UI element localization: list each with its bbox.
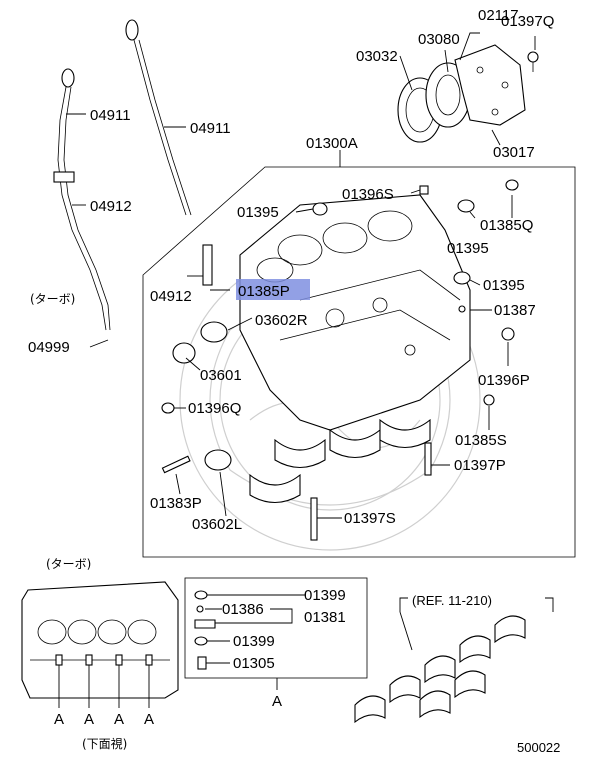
- plug-01396s[interactable]: [419, 185, 429, 195]
- bearing-03602l[interactable]: [204, 449, 232, 471]
- dowel-pin[interactable]: [202, 244, 213, 286]
- bolt-01397p[interactable]: [424, 442, 432, 476]
- highlight-01385p: [236, 279, 310, 300]
- label-ref: (REF. 11-210): [412, 593, 492, 608]
- main-bearing-shells[interactable]: [354, 615, 526, 724]
- label-01397s: 01397S: [344, 510, 396, 527]
- label-03017: 03017: [493, 144, 535, 161]
- label-01385q: 01385Q: [480, 217, 533, 234]
- plug-01396p[interactable]: [501, 327, 515, 341]
- label-01386: 01386: [222, 601, 264, 618]
- label-01399-b: 01399: [233, 633, 275, 650]
- label-01387: 01387: [494, 302, 536, 319]
- label-04911-left: 04911: [90, 107, 131, 124]
- label-01395-b: 01395: [447, 240, 489, 257]
- oil-level-gauge-left[interactable]: [53, 68, 111, 331]
- plug-01395-b[interactable]: [457, 199, 475, 213]
- label-group-a: A: [272, 693, 282, 710]
- label-01305: 01305: [233, 655, 275, 672]
- plug-01395-a[interactable]: [312, 202, 328, 216]
- label-01399-a: 01399: [304, 587, 346, 604]
- jet-01387[interactable]: [458, 305, 466, 313]
- bolt-01397s[interactable]: [310, 497, 318, 541]
- label-01397p: 01397P: [454, 457, 506, 474]
- diagram-number: 500022: [517, 740, 560, 755]
- rear-oil-seal-assembly[interactable]: [397, 44, 539, 143]
- label-01300a: 01300A: [306, 135, 358, 152]
- plug-01385s[interactable]: [483, 394, 495, 406]
- plug-01396q[interactable]: [161, 402, 175, 414]
- label-02117: 02117: [478, 7, 519, 24]
- label-01396s: 01396S: [342, 186, 394, 203]
- stud-01383p[interactable]: [161, 455, 191, 474]
- label-bottom-a1: A: [54, 711, 64, 728]
- block-bottom-view[interactable]: [21, 581, 179, 699]
- label-03602l: 03602L: [192, 516, 242, 533]
- cylinder-block[interactable]: [239, 194, 471, 431]
- label-01396p: 01396P: [478, 372, 530, 389]
- bearing-03602r[interactable]: [200, 321, 228, 343]
- label-01385s: 01385S: [455, 432, 507, 449]
- label-01397q: 01397Q: [501, 13, 554, 30]
- plug-01395-c[interactable]: [453, 271, 471, 285]
- label-bottom-a2: A: [84, 711, 94, 728]
- label-03601: 03601: [200, 367, 242, 384]
- main-bearing-caps[interactable]: [249, 418, 431, 504]
- label-04912-inner: 04912: [150, 288, 192, 305]
- label-01385p: 01385P: [238, 283, 290, 300]
- label-03032: 03032: [356, 48, 398, 65]
- label-01396q: 01396Q: [188, 400, 241, 417]
- label-01383p: 01383P: [150, 495, 202, 512]
- bearing-03601[interactable]: [172, 342, 196, 364]
- label-01381: 01381: [304, 609, 346, 626]
- plug-01385q[interactable]: [505, 179, 519, 191]
- label-bottom-a3: A: [114, 711, 124, 728]
- group-a-parts[interactable]: [194, 590, 216, 670]
- label-03080: 03080: [418, 31, 460, 48]
- group-a-box: [184, 577, 368, 679]
- cylinder-block-frame: [142, 166, 576, 558]
- label-04912-left: 04912: [90, 198, 132, 215]
- label-04911-right: 04911: [190, 120, 231, 137]
- label-turbo-bottom: (ターボ): [46, 557, 91, 571]
- label-04999: 04999: [28, 339, 70, 356]
- label-bottom-a4: A: [144, 711, 154, 728]
- label-03602r: 03602R: [255, 312, 308, 329]
- label-turbo-left: (ターボ): [30, 292, 75, 306]
- label-01395-c: 01395: [483, 277, 525, 294]
- oil-level-gauge-right[interactable]: [125, 19, 192, 216]
- label-bottom-view: (下面視): [82, 736, 127, 751]
- label-01395-a: 01395: [237, 204, 279, 221]
